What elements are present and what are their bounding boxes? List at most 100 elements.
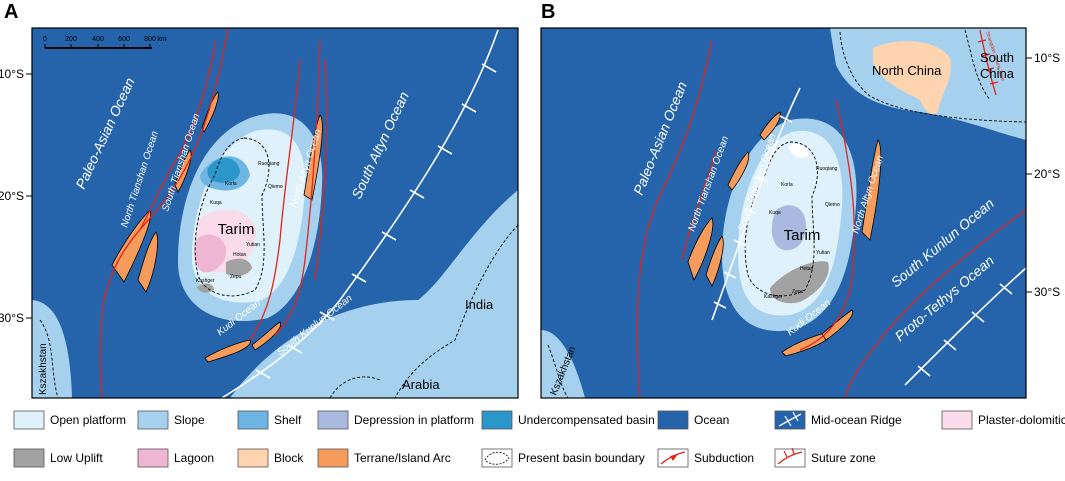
legend-label: Mid-ocean Ridge [811, 413, 902, 427]
panel-a-basin-label: Tarim [218, 221, 255, 238]
svg-text:Yutian: Yutian [246, 242, 260, 248]
panel-a-lat-30: 30°S [0, 311, 24, 325]
panel-b-lat-10: 10°S [1034, 51, 1060, 65]
panel-a-lat-10: 10°S [0, 67, 24, 81]
legend-label: Depression in platform [354, 413, 474, 427]
panel-a-terrane-south-kunlun [251, 321, 281, 351]
panel-a-mid-ocean-ridge [221, 29, 499, 398]
legend-label: Suture zone [811, 451, 876, 465]
svg-text:Kuqa: Kuqa [210, 200, 222, 206]
panel-b-terrane-north-yili [687, 217, 714, 281]
panel-b-tarim-platform [722, 118, 857, 332]
svg-text:Hotan: Hotan [233, 252, 247, 258]
legend: Open platform Slope Shelf Depression in pla… [13, 410, 1065, 468]
legend-label: Slope [174, 413, 205, 427]
legend-item-ocean: Ocean [657, 410, 729, 430]
svg-text:0: 0 [43, 36, 47, 43]
svg-text:Zepu: Zepu [792, 289, 804, 295]
legend-item-undercompensated-basin: Undercompensated basin [481, 410, 655, 430]
svg-text:200: 200 [65, 36, 77, 43]
svg-text:Korla: Korla [225, 181, 237, 187]
panel-b-label-south-china-2: China [980, 66, 1015, 81]
svg-text:800: 800 [144, 36, 156, 43]
legend-swatch [317, 448, 349, 468]
panel-b-frame [540, 27, 1027, 399]
svg-text:km: km [157, 36, 167, 43]
panel-a: A Tarim Ruoqiang [0, 1, 519, 399]
legend-swatch [657, 410, 689, 430]
legend-item-mid-ocean-ridge: Mid-ocean Ridge [774, 410, 902, 430]
legend-label: Present basin boundary [518, 451, 645, 465]
svg-text:Ruoqiang: Ruoqiang [258, 161, 280, 167]
panel-a-label-arabia: Arabia [402, 377, 440, 392]
svg-text:Kashger: Kashger [764, 294, 783, 300]
panel-b-terrane-south-yili [705, 235, 724, 287]
svg-text:Qiemo: Qiemo [825, 202, 840, 208]
legend-swatch [941, 410, 973, 430]
svg-text:600: 600 [118, 36, 130, 43]
panel-b-letter: B [541, 1, 555, 23]
panel-b-basin-label: Tarim [784, 227, 821, 244]
panel-a-frame [31, 27, 519, 399]
panel-b-terranes [687, 111, 882, 357]
legend-swatch [237, 410, 269, 430]
svg-text:Zepu: Zepu [230, 274, 242, 280]
legend-label: Lagoon [174, 451, 214, 465]
legend-label: Low Uplift [50, 451, 103, 465]
legend-label: Terrane/Island Arc [354, 451, 451, 465]
panel-b-subduction-zones [636, 39, 1026, 398]
legend-label: Shelf [274, 413, 302, 427]
svg-text:Qiemo: Qiemo [268, 184, 283, 190]
svg-text:400: 400 [92, 36, 104, 43]
panel-b-terrane-altyn-qilian [861, 139, 882, 241]
legend-item-shelf: Shelf [237, 410, 302, 430]
svg-text:Hotan: Hotan [800, 266, 814, 272]
legend-label: Ocean [694, 413, 729, 427]
legend-swatch [137, 410, 169, 430]
legend-item-slope: Slope [137, 410, 205, 430]
panel-b: B Tarim Ruoqiang Korla [540, 1, 1060, 399]
legend-label: Plaster-dolomitic flat [978, 413, 1065, 427]
legend-swatch [13, 448, 45, 468]
panel-b-cities: Ruoqiang Korla Qiemo Kuqa Yutian Hotan K… [764, 166, 840, 300]
legend-item-terrane-island-arc: Terrane/Island Arc [317, 448, 451, 468]
panel-b-kszakhstan-shelf [541, 330, 585, 398]
panel-a-label-kszakhstan: Kszakhstan [38, 343, 49, 395]
panel-b-mid-ocean-ridge [711, 87, 1026, 386]
panel-a-terrane-central [204, 339, 251, 363]
panel-b-lat-30: 30°S [1034, 285, 1060, 299]
legend-label: Block [274, 451, 304, 465]
panel-b-lat-20: 20°S [1034, 167, 1060, 181]
panel-a-subduction-zones [99, 28, 328, 398]
panel-a-letter: A [4, 1, 18, 23]
svg-text:Kuqa: Kuqa [769, 210, 781, 216]
legend-swatch [481, 410, 513, 430]
legend-item-present-basin-boundary: Present basin boundary [481, 448, 645, 468]
panel-a-scale-bar: 0 200 400 600 800 km [43, 36, 167, 49]
panel-a-terranes [111, 91, 323, 363]
legend-label: Open platform [50, 413, 126, 427]
legend-item-subduction: Subduction [657, 448, 754, 468]
legend-swatch [137, 448, 169, 468]
svg-text:Korla: Korla [781, 182, 793, 188]
panel-b-label-north-china: North China [872, 63, 942, 78]
panel-a-kszakhstan-shelf [32, 300, 72, 398]
panel-b-label-south-china-1: South [980, 50, 1014, 65]
legend-item-plaster-dolomitic-flat: Plaster-dolomitic flat [941, 410, 1065, 430]
legend-item-low-uplift: Low Uplift [13, 448, 103, 468]
legend-label: Undercompensated basin [518, 413, 655, 427]
legend-item-block: Block [237, 448, 304, 468]
legend-item-lagoon: Lagoon [137, 448, 214, 468]
legend-item-depression-in-platform: Depression in platform [317, 410, 474, 430]
panel-a-terrane-south-yili [137, 231, 158, 293]
panel-a-cities: Ruoqiang Korla Qiemo Kuqa Yutian Hotan K… [196, 161, 283, 284]
panel-a-terrane-altyn-qilian [303, 114, 323, 201]
svg-text:Ruoqiang: Ruoqiang [816, 166, 838, 172]
legend-item-open-platform: Open platform [13, 410, 126, 430]
legend-swatch [237, 448, 269, 468]
legend-swatch [13, 410, 45, 430]
svg-text:Kashger: Kashger [196, 278, 215, 284]
panel-b-north-china-block [873, 41, 952, 115]
panel-a-lat-20: 20°S [0, 189, 24, 203]
